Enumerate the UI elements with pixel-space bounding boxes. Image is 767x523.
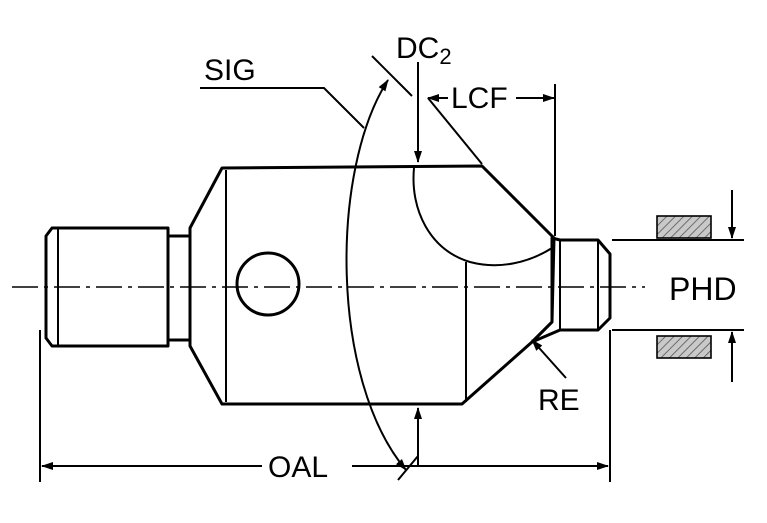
label-re: RE [538, 384, 580, 417]
label-lcf: LCF [451, 82, 508, 115]
label-sig: SIG [204, 54, 256, 87]
neck [166, 234, 192, 342]
label-phd: PHD [669, 271, 737, 307]
main-body [188, 164, 556, 406]
label-oal: OAL [268, 451, 328, 484]
tool-body [44, 164, 612, 406]
hatch-symbol [656, 335, 712, 359]
lcf-dimension [427, 84, 556, 236]
sig-dimension [200, 55, 419, 481]
flute-edge [412, 167, 553, 267]
phd-dimension [612, 190, 744, 382]
setscrew-hole [235, 251, 301, 317]
oal-dimension [39, 330, 611, 482]
re-dimension [531, 339, 567, 379]
hatch-symbol [656, 215, 712, 239]
label-dc: DC2 [396, 32, 452, 69]
shank [44, 226, 170, 348]
pilot [530, 236, 612, 344]
